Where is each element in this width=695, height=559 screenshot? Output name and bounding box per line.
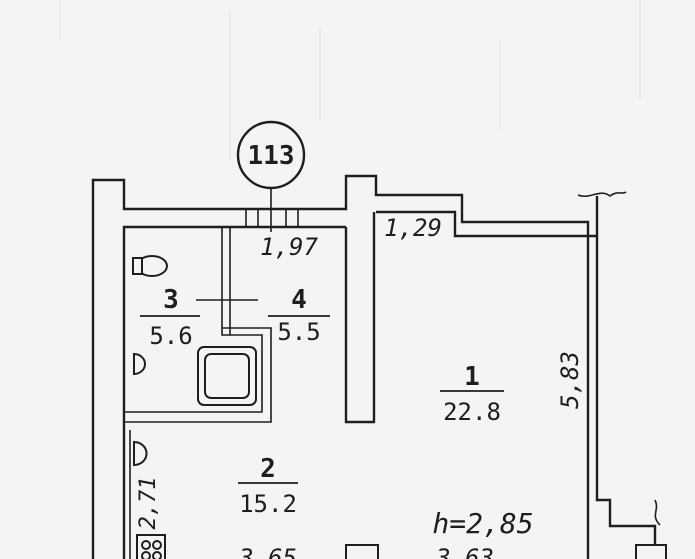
dimension-bottom-left: 3,65 xyxy=(238,544,297,559)
dimension-bottom-right: 3,63 xyxy=(435,544,494,559)
room-4-number: 4 xyxy=(291,285,307,315)
room-1-number: 1 xyxy=(464,362,480,392)
sink-icon-2 xyxy=(133,440,148,467)
room-1-area: 22.8 xyxy=(443,398,501,426)
shower-tray-icon xyxy=(197,346,257,406)
apartment-number-marker xyxy=(236,120,306,232)
room-3-area: 5.6 xyxy=(149,322,192,350)
sink-icon xyxy=(133,352,146,376)
room-2-area: 15.2 xyxy=(239,490,297,518)
room-3-number: 3 xyxy=(163,285,179,315)
apartment-number: 113 xyxy=(248,141,295,171)
dimension-top-corridor: 1,97 xyxy=(260,233,318,261)
scan-texture xyxy=(59,0,641,160)
room-divider-lines xyxy=(140,315,504,484)
ceiling-height: h=2,85 xyxy=(432,507,533,540)
dimension-left-side: 2,71 xyxy=(136,477,161,530)
room-4-area: 5.5 xyxy=(277,318,320,346)
walls xyxy=(91,174,667,559)
dimension-top-right: 1,29 xyxy=(384,214,442,242)
toilet-icon xyxy=(132,255,168,277)
room-2-number: 2 xyxy=(260,454,276,484)
dimension-right-side: 5,83 xyxy=(556,351,584,409)
stove-icon xyxy=(136,534,166,559)
